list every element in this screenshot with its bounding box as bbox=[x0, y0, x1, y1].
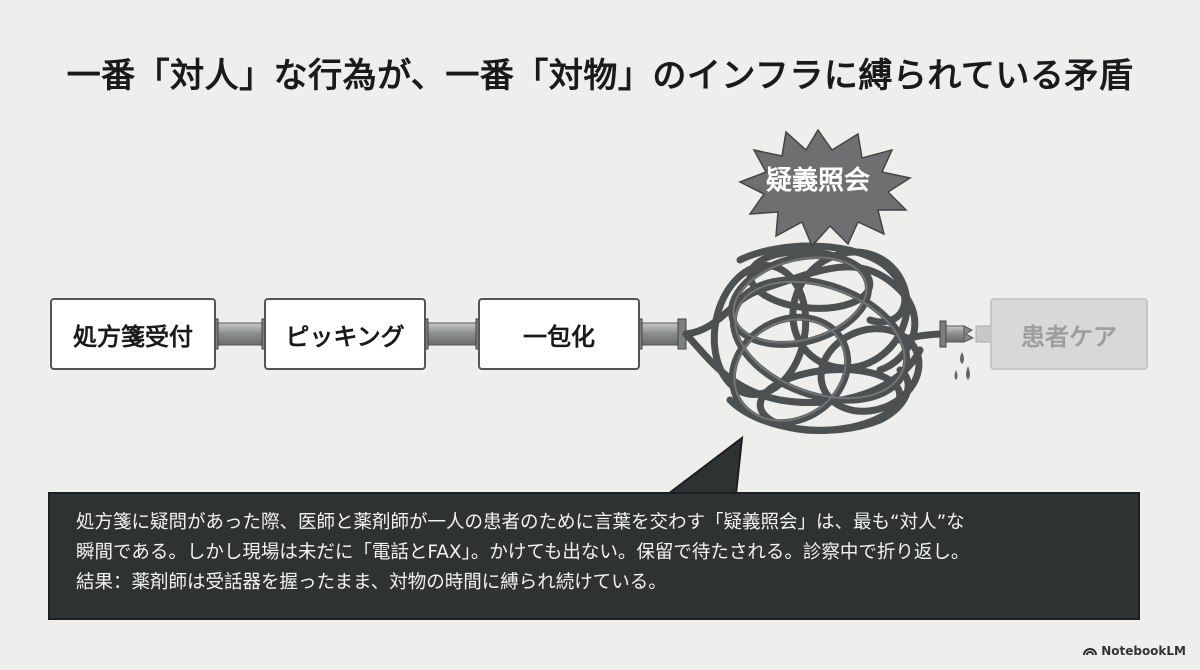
explanation-callout: 処方箋に疑問があった際、医師と薬剤師が一人の患者のために言葉を交わす「疑義照会」… bbox=[48, 492, 1140, 620]
tangled-tubes-highlight bbox=[732, 256, 906, 422]
callout-line: 処方箋に疑問があった際、医師と薬剤師が一人の患者のために言葉を交わす「疑義照会」… bbox=[76, 512, 965, 533]
broken-pipe bbox=[939, 320, 993, 348]
pipe-2 bbox=[419, 318, 485, 350]
brand-watermark: NotebookLM bbox=[1083, 644, 1186, 658]
callout-pointer bbox=[665, 435, 744, 495]
water-drops bbox=[954, 352, 970, 380]
step-prescription-reception: 処方箋受付 bbox=[50, 298, 216, 370]
query-burst bbox=[738, 128, 912, 248]
pipe-1 bbox=[209, 318, 271, 350]
callout-line: 結果：薬剤師は受話器を握ったまま、対物の時間に縛られ続けている。 bbox=[76, 572, 667, 593]
pipe-3 bbox=[633, 318, 687, 350]
step-unit-dose: 一包化 bbox=[478, 298, 640, 370]
callout-line: 瞬間である。しかし現場は未だに「電話とFAX」。かけても出ない。保留で待たされる… bbox=[76, 542, 970, 563]
step-picking: ピッキング bbox=[264, 298, 426, 370]
step-patient-care: 患者ケア bbox=[990, 298, 1148, 370]
notebooklm-logo-icon bbox=[1083, 648, 1098, 656]
page-title: 一番「対人」な行為が、一番「対物」のインフラに縛られている矛盾 bbox=[66, 56, 1134, 96]
burst-label: 疑義照会 bbox=[765, 165, 870, 196]
tangled-tubes bbox=[682, 242, 948, 435]
brand-label: NotebookLM bbox=[1101, 644, 1186, 658]
